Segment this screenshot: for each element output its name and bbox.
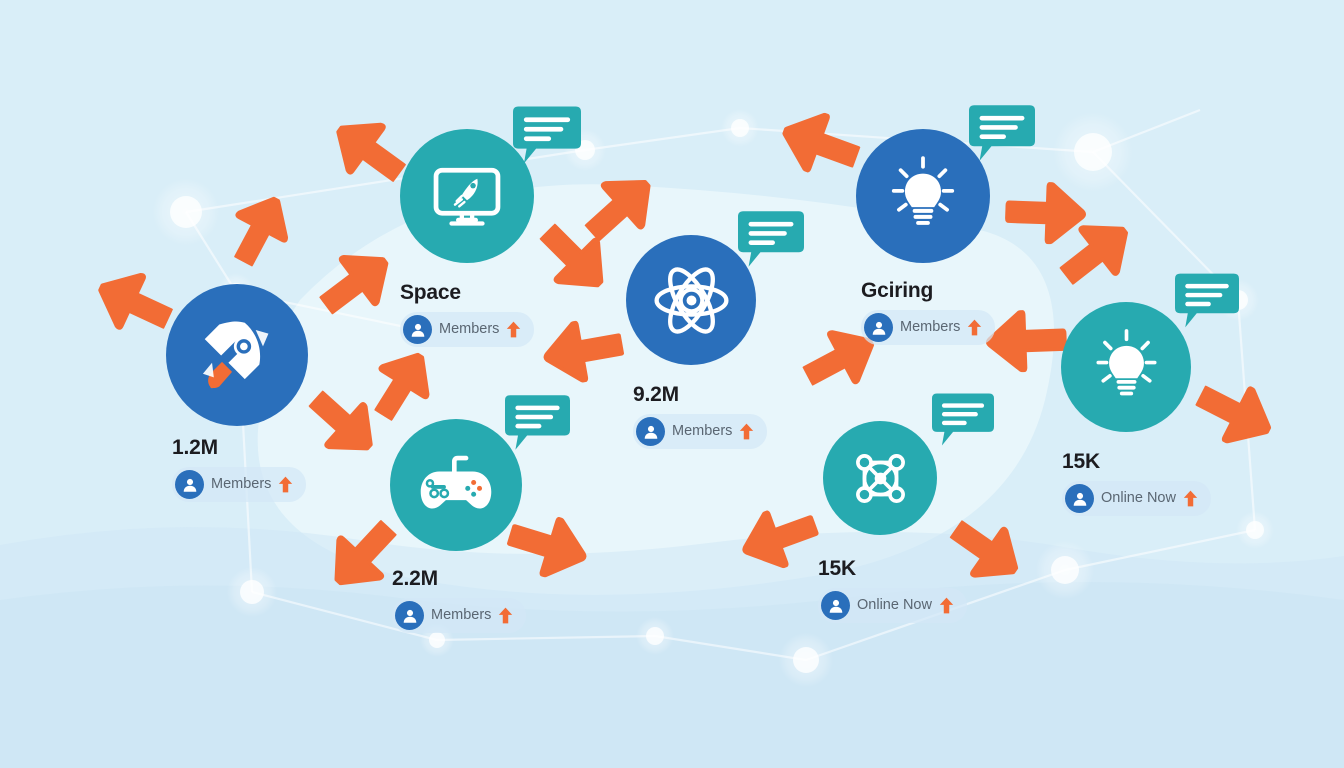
metric-badge[interactable]: Members <box>400 312 535 347</box>
trend-up-icon <box>278 476 293 493</box>
node-metric-value: 9.2M <box>633 383 679 406</box>
node-metric-value: 2.2M <box>392 567 438 590</box>
metric-label: Members <box>431 607 492 624</box>
flow-arrow-icon <box>1004 181 1088 246</box>
person-icon <box>395 601 424 630</box>
metric-badge[interactable]: Online Now <box>818 588 967 623</box>
trend-up-icon <box>967 319 982 336</box>
flow-arrow-icon <box>320 104 418 199</box>
trend-up-icon <box>939 597 954 614</box>
flow-arrow-icon <box>793 314 887 403</box>
chat-bubble-icon <box>738 208 804 275</box>
person-icon <box>175 470 204 499</box>
trend-up-icon <box>1183 490 1198 507</box>
network-nodes-icon[interactable] <box>823 421 937 535</box>
chat-bubble-icon <box>513 103 581 172</box>
lightbulb-icon[interactable] <box>856 129 990 263</box>
metric-badge[interactable]: Members <box>633 414 768 449</box>
flow-arrow-icon <box>217 184 304 276</box>
metric-badge[interactable]: Members <box>861 310 996 345</box>
node-metric-value: 15K <box>1062 450 1100 473</box>
flow-arrow-icon <box>1186 368 1284 459</box>
flow-arrow-icon <box>538 314 628 389</box>
metric-label: Members <box>211 476 272 493</box>
metric-label: Members <box>672 423 733 440</box>
flow-arrow-icon <box>1047 205 1145 301</box>
chat-bubble-icon <box>505 392 570 458</box>
metric-badge[interactable]: Members <box>392 598 527 633</box>
node-caption: 1.2M Members <box>172 436 307 502</box>
flow-arrow-icon <box>86 259 181 347</box>
node-title: Gciring <box>861 279 934 302</box>
metric-label: Members <box>439 321 500 338</box>
lightbulb-icon[interactable] <box>1061 302 1191 432</box>
person-icon <box>864 313 893 342</box>
person-icon <box>821 591 850 620</box>
chat-bubble-icon <box>1175 270 1239 336</box>
trend-up-icon <box>498 607 513 624</box>
flow-arrow-icon <box>732 496 826 579</box>
trend-up-icon <box>506 321 521 338</box>
gamepad-icon[interactable] <box>390 419 522 551</box>
metric-label: Online Now <box>857 597 932 614</box>
metric-label: Online Now <box>1101 490 1176 507</box>
flow-arrow-icon <box>773 102 868 187</box>
flow-arrow-icon <box>357 339 446 432</box>
metric-label: Members <box>900 319 961 336</box>
flow-arrow-icon <box>307 235 405 330</box>
flow-arrow-icon <box>501 505 596 588</box>
chat-bubble-icon <box>969 102 1035 169</box>
atom-icon[interactable] <box>626 235 756 365</box>
trend-up-icon <box>739 423 754 440</box>
person-icon <box>636 417 665 446</box>
node-caption: 2.2M Members <box>392 567 527 633</box>
node-caption: 9.2M Members <box>633 383 768 449</box>
person-icon <box>403 315 432 344</box>
monitor-rocket-icon[interactable] <box>400 129 534 263</box>
rocket-icon[interactable] <box>166 284 308 426</box>
flow-arrow-icon <box>571 160 669 257</box>
metric-badge[interactable]: Online Now <box>1062 481 1211 516</box>
node-metric-value: 15K <box>818 557 856 580</box>
metric-badge[interactable]: Members <box>172 467 307 502</box>
person-icon <box>1065 484 1094 513</box>
flow-arrow-icon <box>938 503 1034 596</box>
node-title: Space <box>400 281 461 304</box>
flow-arrow-icon <box>295 376 390 470</box>
chat-bubble-icon <box>932 390 994 454</box>
flow-arrow-icon <box>314 506 411 604</box>
node-metric-value: 1.2M <box>172 436 218 459</box>
